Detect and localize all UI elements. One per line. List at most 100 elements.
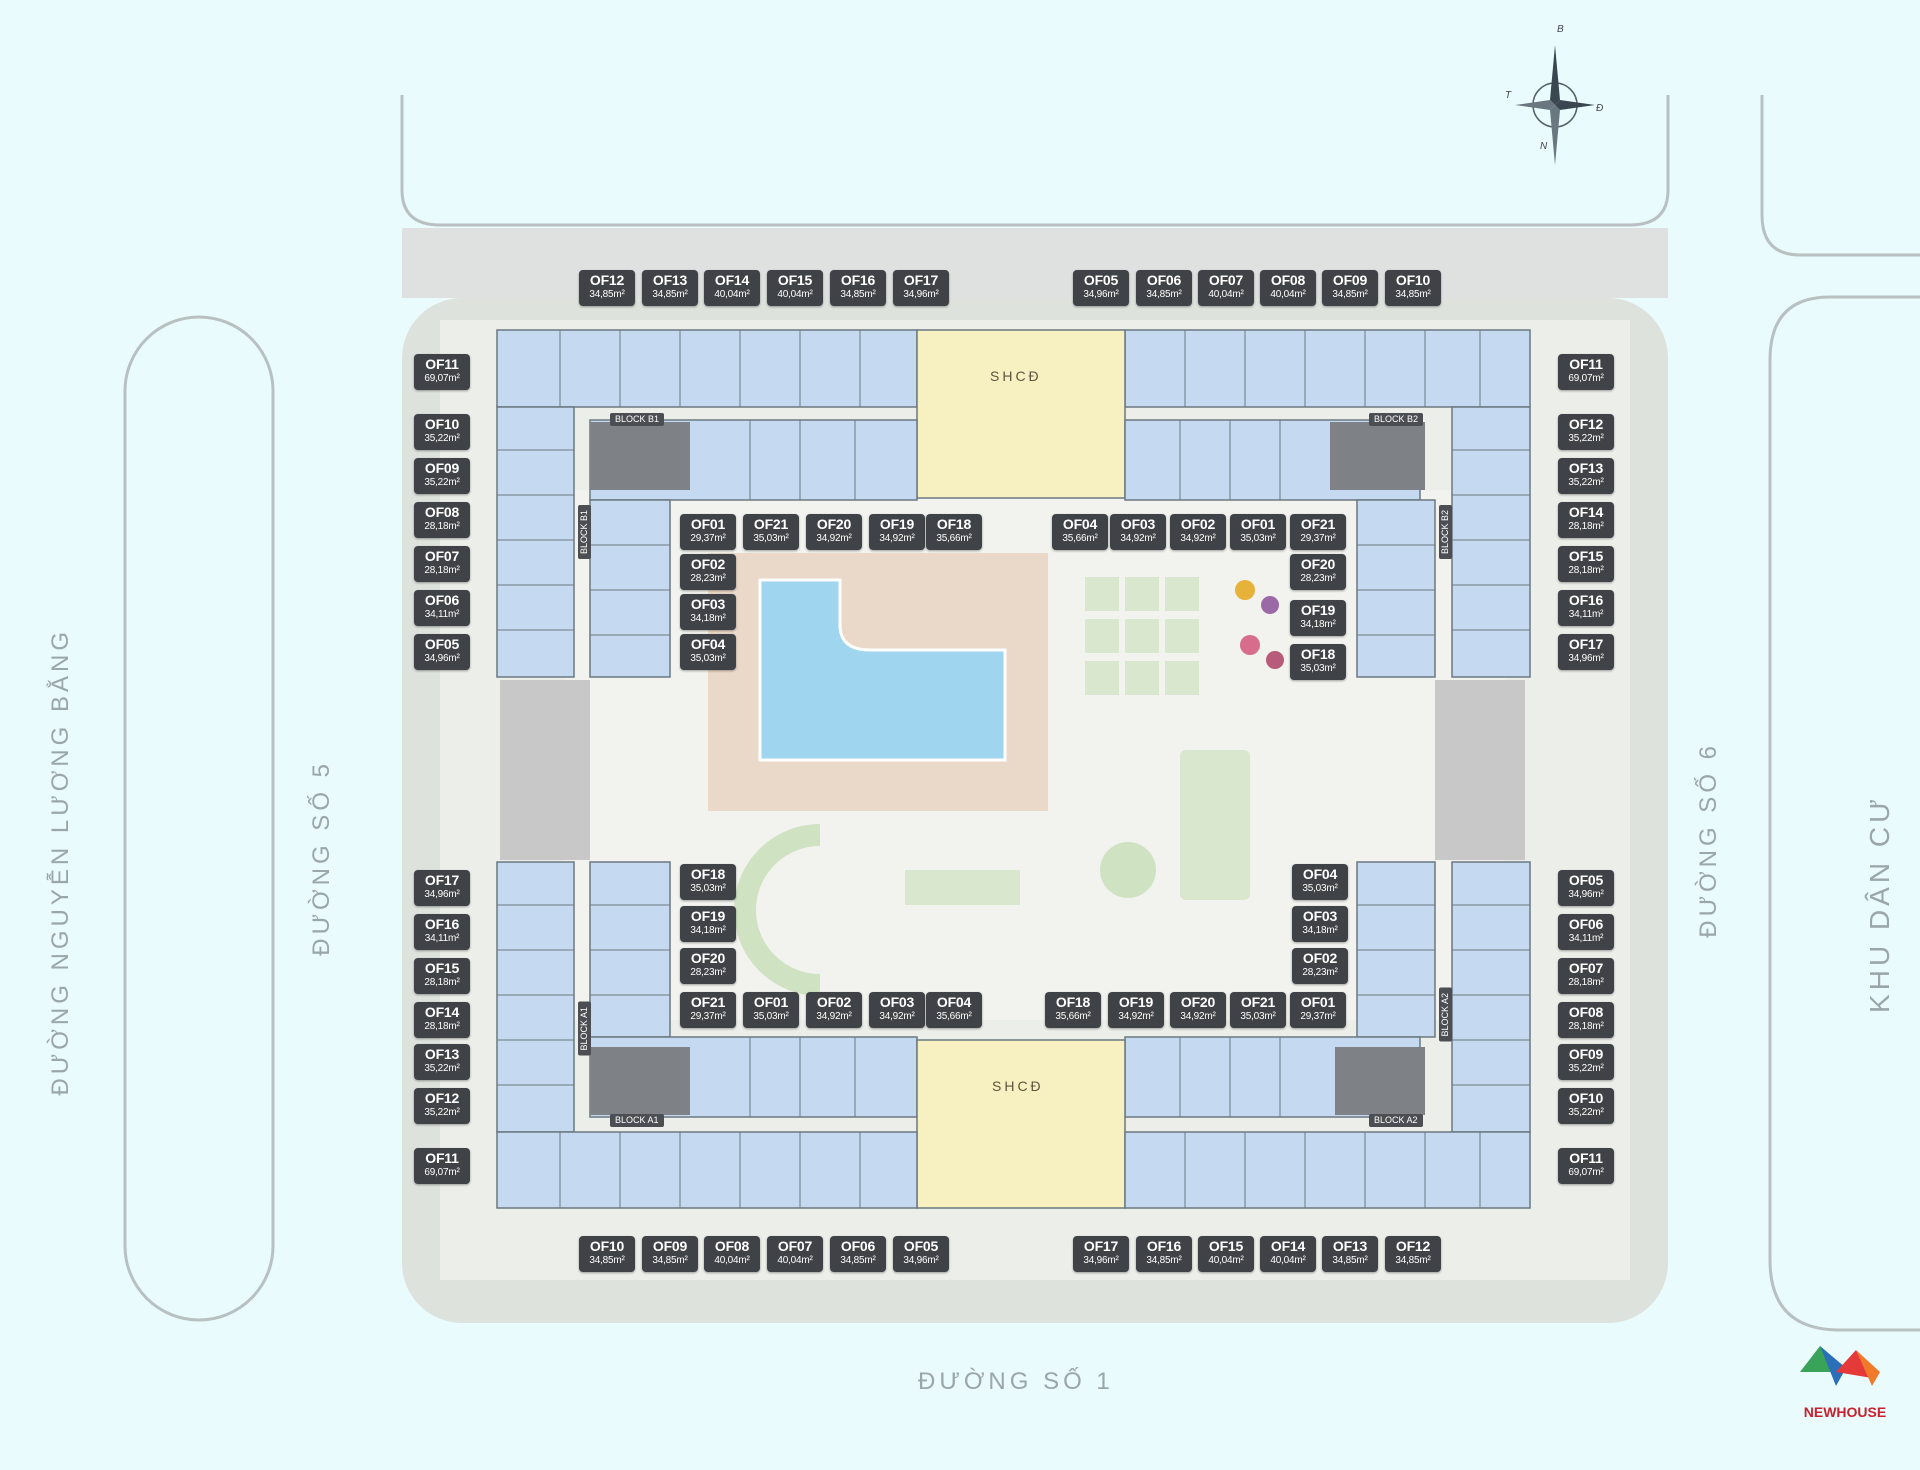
block-label-b1-side: BLOCK B1 xyxy=(578,505,591,560)
unit-code: OF14 xyxy=(1270,1238,1306,1254)
unit-code: OF09 xyxy=(1568,1046,1604,1062)
unit-area: 34,96m² xyxy=(1568,653,1604,664)
garden-bed xyxy=(905,870,1020,905)
unit-code: OF11 xyxy=(425,356,459,372)
unit-code: OF03 xyxy=(879,994,915,1010)
unit-code: OF07 xyxy=(424,548,460,564)
unit-area: 28,18m² xyxy=(424,565,460,576)
compass-north-label: B xyxy=(1557,24,1564,35)
unit-area: 35,22m² xyxy=(424,1107,460,1118)
unit-code: OF02 xyxy=(816,994,852,1010)
unit-area: 40,04m² xyxy=(714,289,750,300)
unit-code: OF19 xyxy=(690,908,726,924)
unit-code: OF07 xyxy=(777,1238,813,1254)
wing-left-b1-inner xyxy=(589,499,671,678)
